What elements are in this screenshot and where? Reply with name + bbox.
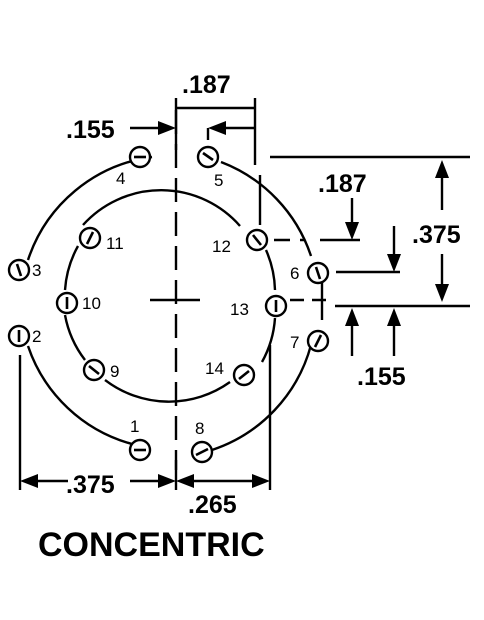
pin-3-label: 3 (32, 261, 41, 280)
pin-2: 2 (7, 324, 41, 348)
pin-13-label: 13 (230, 300, 249, 319)
pin-11: 11 (78, 226, 124, 253)
pin-10-label: 10 (82, 294, 101, 313)
pin-12: 12 (212, 228, 269, 256)
dim-right-lower: .155 (357, 363, 406, 391)
dim-bottom-left: .375 (66, 471, 115, 499)
dim-bottom-right: .265 (188, 491, 237, 519)
diagram-title: CONCENTRIC (38, 526, 265, 564)
pin-9: 9 (82, 358, 119, 382)
pin-13: 13 (230, 294, 288, 319)
inner-ring (63, 189, 277, 403)
pin-6: 6 (290, 261, 330, 285)
pin-11-label: 11 (106, 234, 124, 253)
pin-7-label: 7 (290, 333, 299, 352)
pin-12-label: 12 (212, 237, 231, 256)
dimension-lines (18, 98, 470, 490)
pin-14-label: 14 (205, 359, 224, 378)
pin-1: 1 (128, 417, 152, 462)
pin-3: 3 (7, 258, 41, 282)
pin-5: 5 (196, 145, 223, 190)
pin-2-label: 2 (32, 327, 41, 346)
pin-4-label: 4 (116, 169, 125, 188)
pin-10: 10 (55, 291, 101, 315)
pin-8-label: 8 (195, 419, 204, 438)
dim-right-offset: .187 (318, 170, 367, 198)
pin-4: 4 (116, 145, 152, 188)
pin-6-label: 6 (290, 264, 299, 283)
pin-14: 14 (205, 359, 256, 387)
pin-9-label: 9 (110, 362, 119, 381)
pin-5-label: 5 (214, 171, 223, 190)
dim-right-height: .375 (412, 221, 461, 249)
pin-1-label: 1 (130, 417, 139, 436)
dim-top-offset: .155 (66, 116, 115, 144)
pin-7: 7 (290, 329, 330, 353)
pin-8: 8 (190, 419, 214, 464)
dim-top-width: .187 (182, 71, 231, 99)
center-lines (150, 110, 330, 470)
